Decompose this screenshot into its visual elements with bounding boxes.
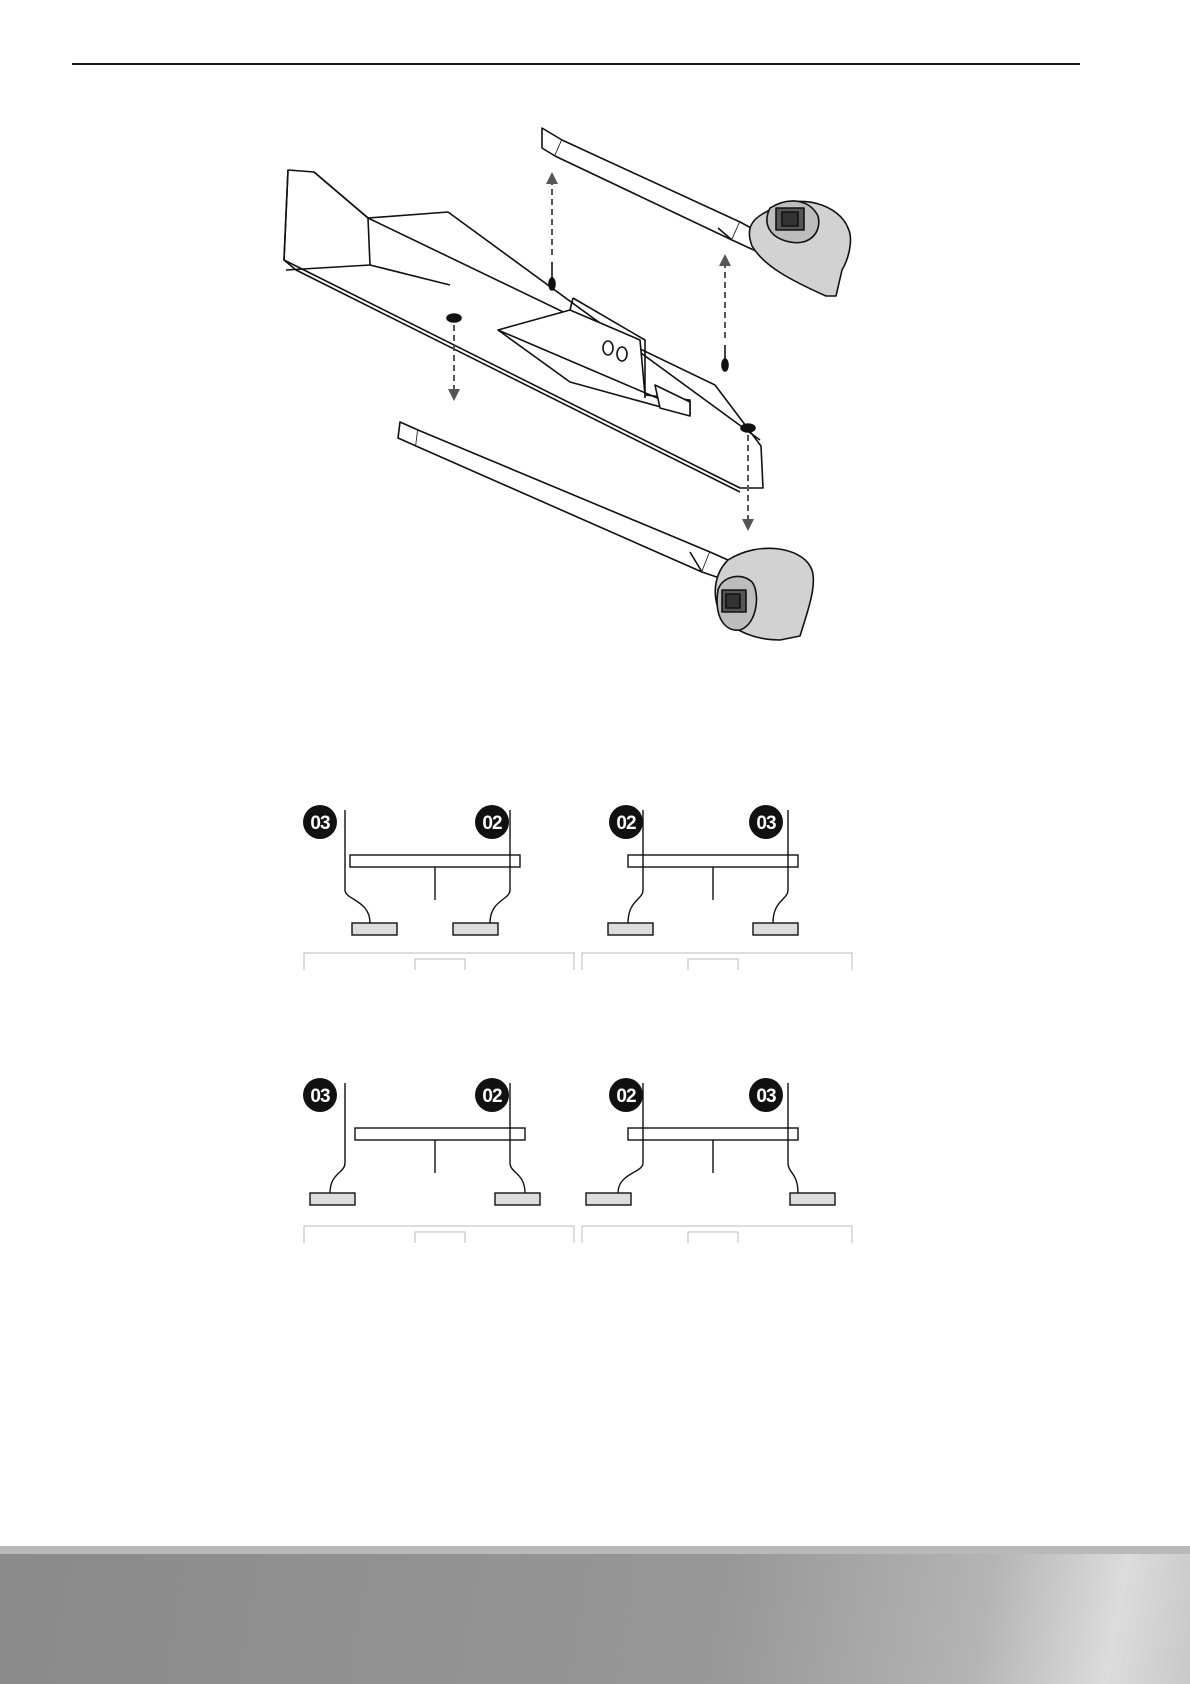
screw-top-right <box>722 345 728 371</box>
variant-bottom-left: 03 02 <box>300 1078 580 1243</box>
variant-top-left: 03 02 <box>300 805 580 970</box>
badge-right: 03 <box>749 1078 783 1112</box>
top-rule <box>72 63 1080 65</box>
badge-right: 02 <box>475 1078 509 1112</box>
variant-bottom-right: 02 03 <box>578 1078 858 1243</box>
svg-text:02: 02 <box>482 1086 502 1107</box>
svg-text:02: 02 <box>482 813 502 834</box>
svg-text:03: 03 <box>756 1086 776 1107</box>
svg-text:02: 02 <box>616 1086 636 1107</box>
svg-text:02: 02 <box>616 813 636 834</box>
soundbar-mount-illustration <box>270 120 880 720</box>
svg-text:03: 03 <box>310 813 330 834</box>
mount-hole-left <box>447 314 461 322</box>
badge-right: 03 <box>749 805 783 839</box>
badge-left: 02 <box>609 805 643 839</box>
badge-left: 03 <box>303 1078 337 1112</box>
badge-left: 03 <box>303 805 337 839</box>
variant-top-right: 02 03 <box>578 805 858 970</box>
svg-text:03: 03 <box>756 813 776 834</box>
screw-top-left <box>549 262 555 290</box>
svg-text:03: 03 <box>310 1086 330 1107</box>
upper-speaker-arm <box>542 128 850 296</box>
footer-band <box>0 1546 1190 1684</box>
badge-left: 02 <box>609 1078 643 1112</box>
badge-right: 02 <box>475 805 509 839</box>
mount-hole-right <box>741 424 755 432</box>
